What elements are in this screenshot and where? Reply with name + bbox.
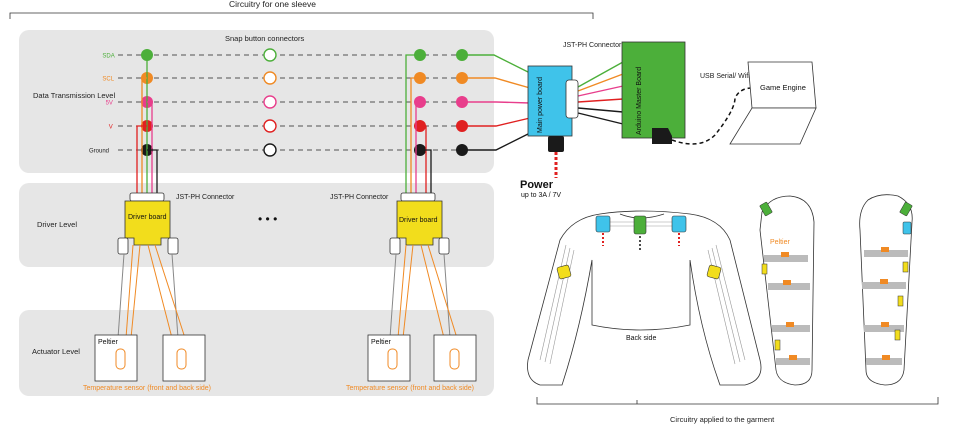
usb-label: USB Serial/ Wifi <box>700 73 750 80</box>
game-engine-label: Game Engine <box>760 83 806 92</box>
jst-connector-right-label: JST-PH Connector <box>563 42 622 49</box>
line-label: V <box>109 125 113 131</box>
jst-connector-mid-label: JST-PH Connector <box>330 194 389 201</box>
arduino-board-label: Arduino Master Board <box>636 67 643 135</box>
garment-circuitry-title: Circuitry applied to the garment <box>670 415 775 424</box>
garment-back-modules <box>556 215 722 280</box>
ellipsis: • • • <box>258 212 277 226</box>
sleeve-bracket: Circuitry for one sleeve <box>9 0 594 19</box>
garment-back <box>527 210 762 386</box>
snap-button-5v <box>263 95 277 109</box>
board-link-wires <box>577 61 624 125</box>
data-transmission-panel <box>19 30 494 173</box>
sleeve-circuitry-title: Circuitry for one sleeve <box>229 0 316 9</box>
right-driver-board: Driver board <box>389 192 450 255</box>
sleeve-peltier-label: Peltier <box>770 239 791 246</box>
snap-button-v <box>263 119 277 133</box>
right-peltier-label: Peltier <box>371 339 392 346</box>
jst-connector-left-label: JST-PH Connector <box>176 194 235 201</box>
bus-lines <box>118 54 496 151</box>
right-actuator-wires <box>389 244 458 339</box>
line-label: SDA <box>102 54 114 60</box>
garment-bracket: Circuitry applied to the garment <box>536 397 939 424</box>
line-label: 5V <box>106 101 113 107</box>
line-labels: SDA SCL 5V V Ground <box>89 54 115 155</box>
sleeve-view-left: Peltier <box>759 195 815 386</box>
right-driver-wires <box>405 54 432 195</box>
left-peltier: Peltier <box>94 334 138 382</box>
power-board-wires <box>462 54 531 151</box>
left-driver-board: Driver board <box>117 192 179 255</box>
back-side-label: Back side <box>626 335 656 342</box>
line-label: Ground <box>89 149 109 155</box>
main-power-board-label: Main power board <box>537 77 544 133</box>
game-engine-laptop: Game Engine <box>729 61 817 145</box>
arduino-master-board: Arduino Master Board <box>621 41 686 144</box>
left-temp-sensor-box <box>162 334 206 382</box>
driver-level-label: Driver Level <box>37 220 77 229</box>
right-peltier: Peltier <box>367 334 411 382</box>
snap-button-ground <box>263 143 277 157</box>
left-peltier-label: Peltier <box>98 339 119 346</box>
actuator-level-label: Actuator Level <box>32 347 80 356</box>
snap-buttons-label: Snap button connectors <box>225 34 304 43</box>
snap-button-scl <box>263 71 277 85</box>
left-actuator-wires <box>117 244 186 339</box>
power-spec-label: up to 3A / 7V <box>521 192 561 199</box>
line-label: SCL <box>102 77 114 83</box>
sleeve-view-right <box>859 194 913 386</box>
data-level-label: Data Transmission Level <box>33 91 115 100</box>
left-driver-board-label: Driver board <box>128 214 167 221</box>
right-temp-sensor-box <box>433 334 477 382</box>
right-driver-board-label: Driver board <box>399 217 438 224</box>
right-temp-sensor-label: Temperature sensor (front and back side) <box>346 385 474 392</box>
left-temp-sensor-label: Temperature sensor (front and back side) <box>83 385 211 392</box>
power-label: Power <box>520 179 554 191</box>
actuator-level-panel <box>19 310 494 396</box>
usb-cable <box>671 87 753 145</box>
main-power-board: Main power board <box>527 65 579 152</box>
snap-button-sda <box>263 48 277 62</box>
left-driver-wires <box>136 55 158 195</box>
